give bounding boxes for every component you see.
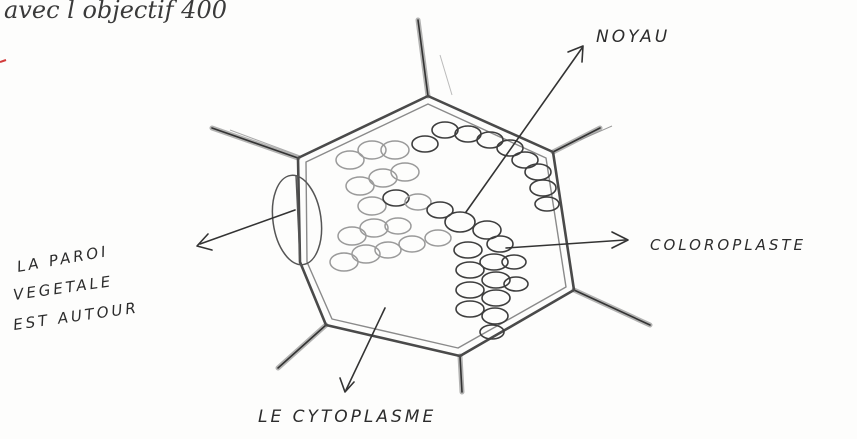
cytoplasm-arrow: [346, 308, 385, 390]
chloroplasts: [330, 122, 559, 339]
neighbour-walls: [212, 20, 650, 392]
cytoplasm-arrowhead: [340, 378, 354, 392]
cytoplasm-label: LE CYTOPLASME: [258, 407, 436, 427]
margin-mark: [0, 60, 6, 62]
caption-text: avec l objectif 400: [4, 0, 227, 24]
nucleus-label: NOYAU: [596, 27, 670, 47]
wall-label-line-1: LA PAROI: [16, 242, 110, 276]
wall-arrow: [200, 210, 295, 244]
chloroplast-label: COLOROPLASTE: [650, 236, 806, 254]
wall-label-line-2: VEGETALE: [12, 272, 114, 304]
wall-label-line-3: EST AUTOUR: [12, 299, 140, 334]
